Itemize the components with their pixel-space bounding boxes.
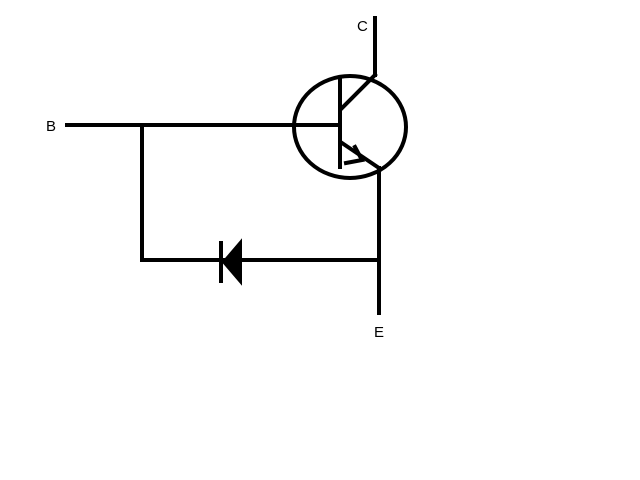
emitter-arrow-icon	[343, 144, 366, 166]
npn-transistor-symbol	[292, 72, 408, 180]
diode-icon	[219, 238, 242, 286]
collector-label: C	[357, 18, 368, 35]
emitter-label: E	[374, 324, 384, 341]
collector-diagonal	[339, 72, 378, 111]
diode-triangle	[221, 238, 242, 286]
base-label: B	[46, 118, 56, 135]
